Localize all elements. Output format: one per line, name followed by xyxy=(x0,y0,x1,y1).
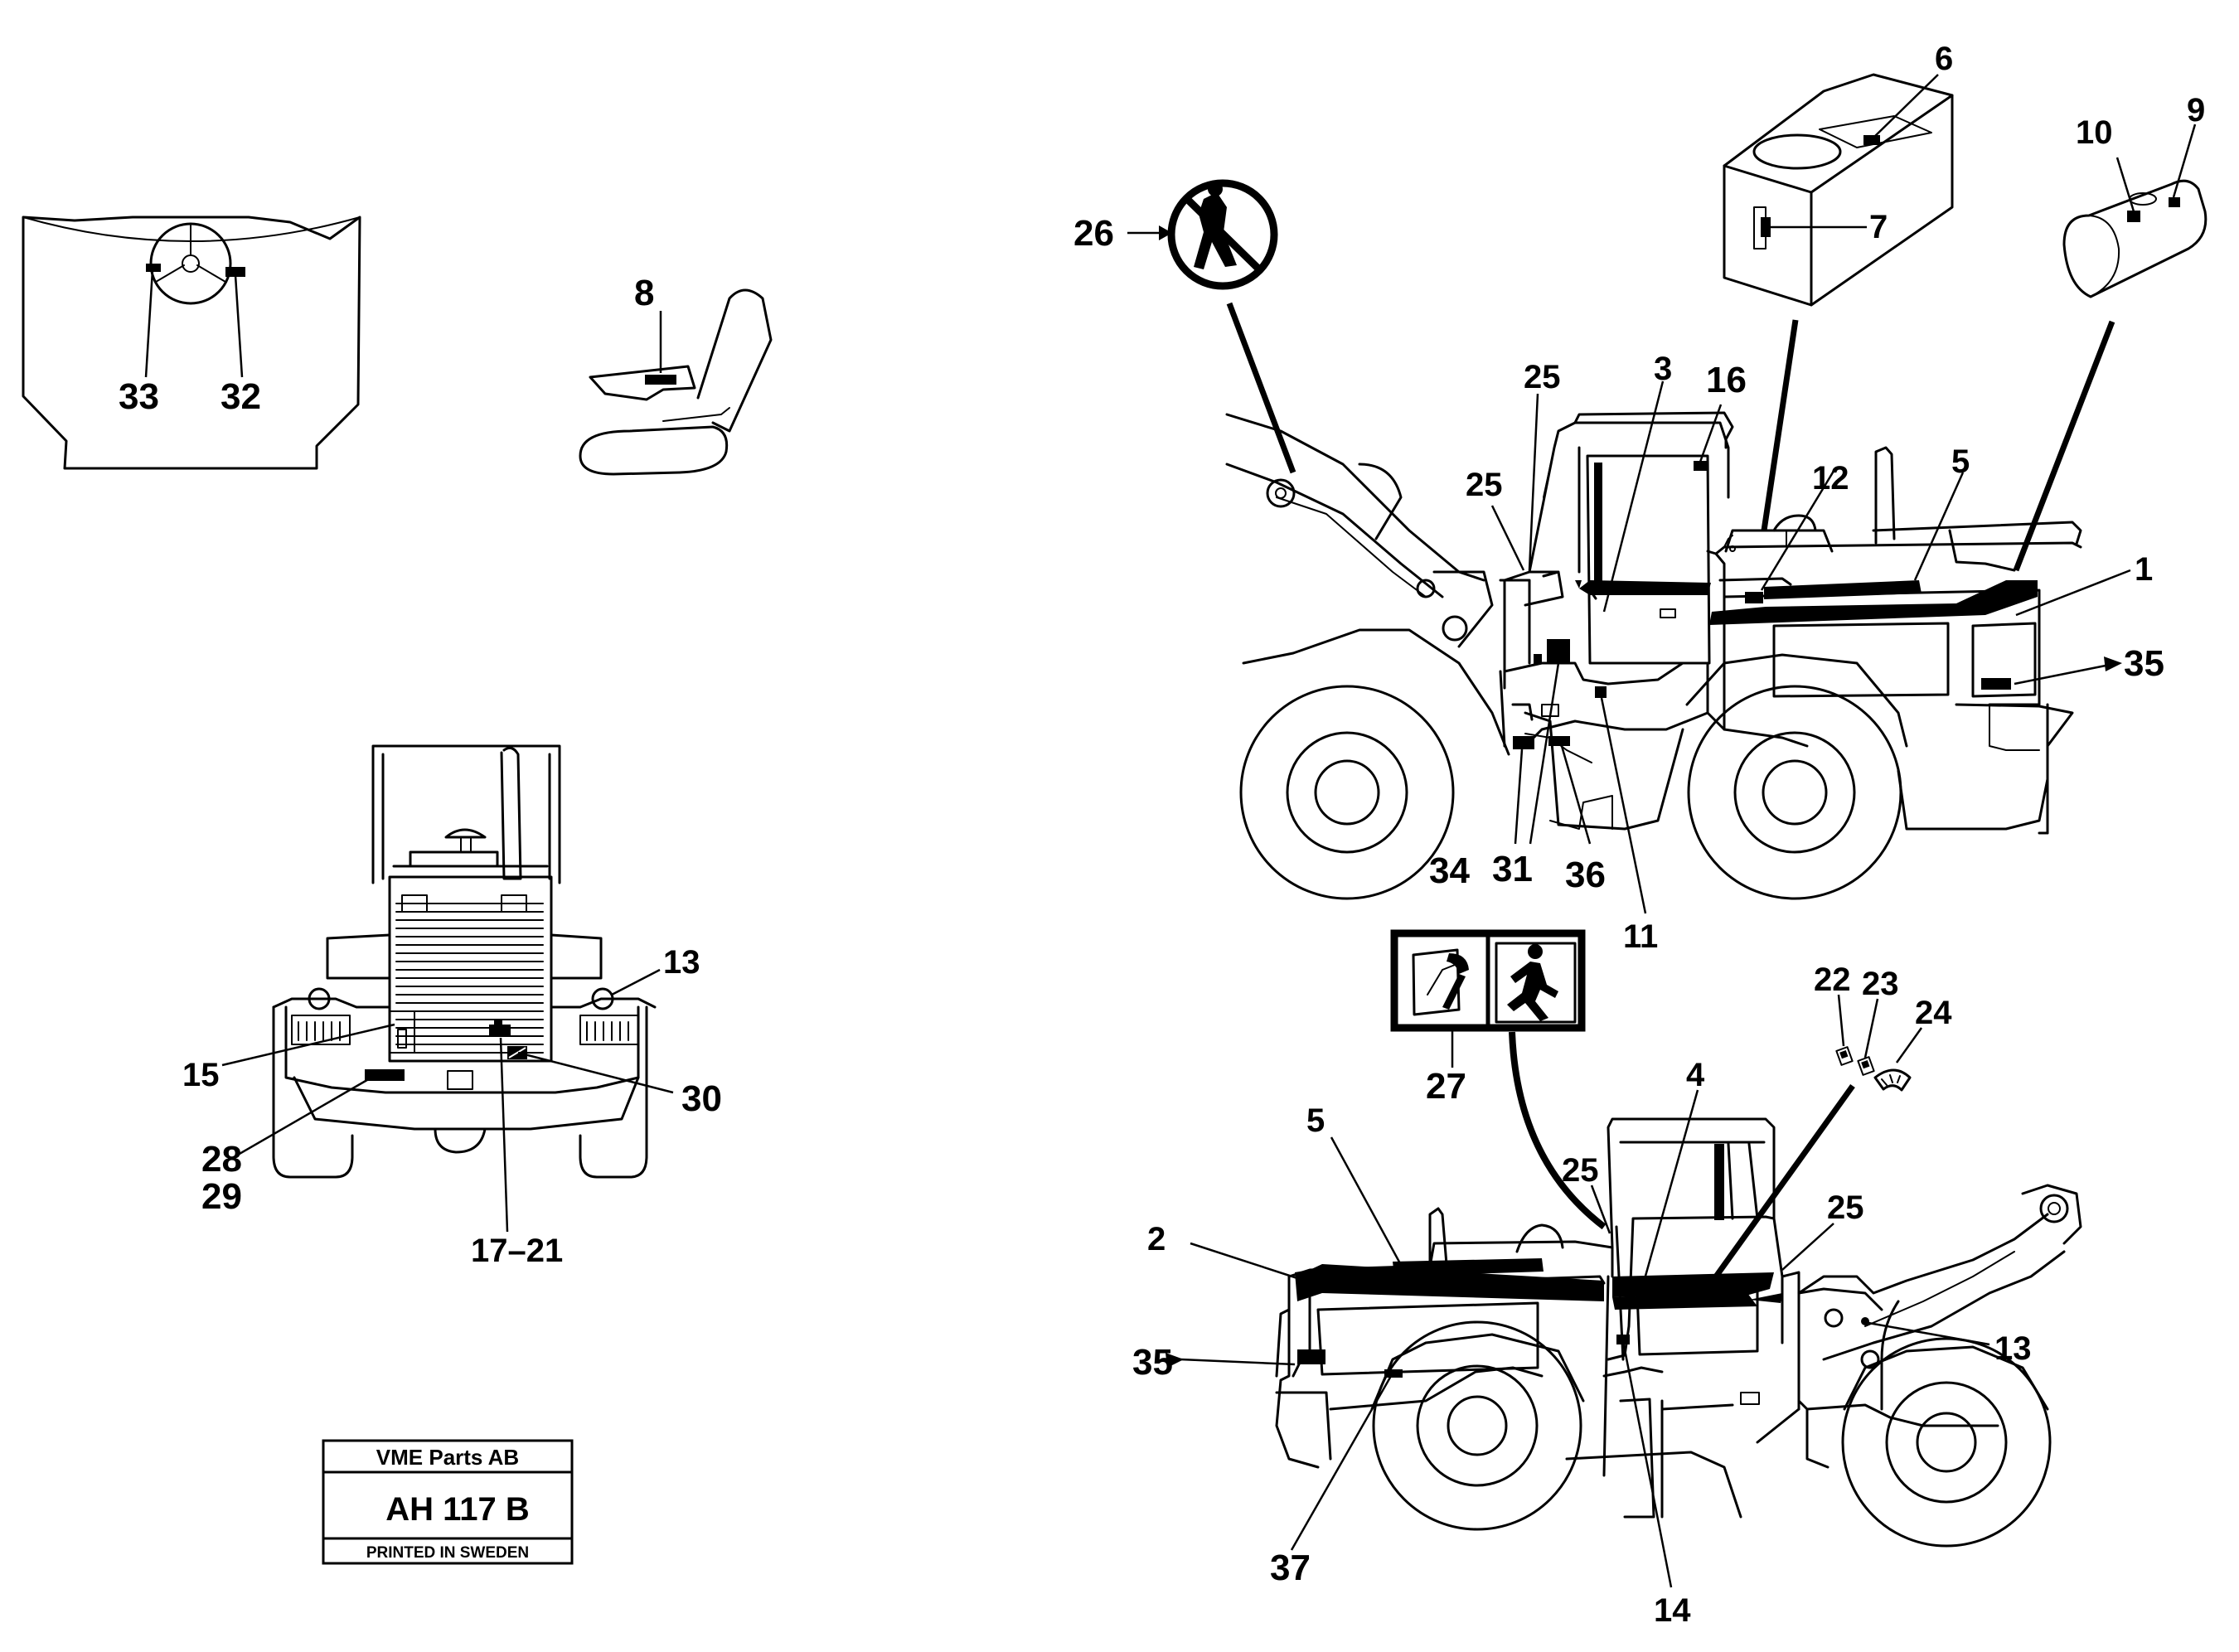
label-12: 12 xyxy=(1812,460,1849,497)
label-1: 1 xyxy=(2135,551,2153,588)
decal-34 xyxy=(1513,736,1534,749)
label-27: 27 xyxy=(1426,1066,1466,1107)
label-25-bottom-a: 25 xyxy=(1562,1152,1599,1189)
decal-31 xyxy=(1547,639,1570,664)
label-17-21: 17–21 xyxy=(471,1233,563,1269)
label-37: 37 xyxy=(1270,1548,1311,1588)
loader-left-side-view xyxy=(1127,73,2207,914)
label-25-top-b: 25 xyxy=(1466,467,1503,503)
decal-32 xyxy=(225,267,245,277)
label-26: 26 xyxy=(1073,213,1114,254)
label-32: 32 xyxy=(221,376,261,417)
label-15: 15 xyxy=(182,1057,220,1093)
operator-seat-view xyxy=(579,288,773,476)
label-35-bottom: 35 xyxy=(1132,1342,1173,1383)
label-10: 10 xyxy=(2076,114,2113,151)
decal-17-21 xyxy=(489,1025,511,1036)
label-5-top: 5 xyxy=(1951,443,1970,480)
label-25-top-a: 25 xyxy=(1524,359,1561,395)
title-block-code: AH 117 B xyxy=(385,1491,529,1528)
label-16: 16 xyxy=(1706,360,1747,400)
decal-12 xyxy=(1745,592,1763,603)
label-4: 4 xyxy=(1686,1057,1705,1093)
no-walking-sign-icon xyxy=(1167,179,1278,290)
decal-36 xyxy=(1548,736,1570,746)
decal-28-29 xyxy=(365,1069,405,1081)
decal-35-left xyxy=(1981,678,2011,690)
label-22: 22 xyxy=(1814,962,1851,998)
dashboard-view xyxy=(22,216,361,470)
loader-right-side-view xyxy=(1166,929,2082,1588)
label-2: 2 xyxy=(1147,1221,1166,1257)
label-35-top: 35 xyxy=(2124,643,2164,684)
label-14: 14 xyxy=(1654,1592,1691,1629)
label-30: 30 xyxy=(681,1078,722,1119)
fuel-tank-inset xyxy=(2062,124,2207,298)
label-11: 11 xyxy=(1623,918,1658,955)
decal-11 xyxy=(1595,686,1607,698)
label-25-bottom-b: 25 xyxy=(1827,1189,1864,1226)
label-29: 29 xyxy=(201,1176,242,1217)
label-13-front: 13 xyxy=(663,944,700,981)
label-7: 7 xyxy=(1869,209,1888,245)
hydraulic-tank-inset xyxy=(1723,73,1954,307)
label-36: 36 xyxy=(1565,855,1606,895)
label-28: 28 xyxy=(201,1139,242,1180)
emergency-exit-sign xyxy=(1390,929,1586,1032)
title-block-printed: PRINTED IN SWEDEN xyxy=(366,1544,529,1562)
decal-13-right xyxy=(1861,1317,1869,1325)
decal-8 xyxy=(645,375,676,385)
label-34: 34 xyxy=(1429,850,1470,891)
decal-33 xyxy=(146,264,161,272)
decal-37 xyxy=(1384,1369,1403,1378)
radiator-grille xyxy=(395,903,544,1054)
label-3: 3 xyxy=(1654,351,1672,387)
label-33: 33 xyxy=(119,376,159,417)
label-9: 9 xyxy=(2187,92,2205,128)
title-block-company: VME Parts AB xyxy=(376,1445,519,1470)
label-8: 8 xyxy=(634,273,654,313)
hammer-icon xyxy=(1442,953,1469,1010)
title-block xyxy=(322,1439,574,1565)
decal-35-right xyxy=(1297,1349,1325,1364)
loader-front-view xyxy=(221,744,674,1233)
decal-14 xyxy=(1616,1335,1630,1344)
decal-16 xyxy=(1694,461,1707,471)
label-24: 24 xyxy=(1915,995,1952,1031)
label-6: 6 xyxy=(1935,41,1953,77)
label-13-bottom: 13 xyxy=(1994,1330,2032,1367)
callout-labels: 33 32 8 26 6 7 10 9 25 3 16 25 12 5 1 35… xyxy=(119,41,2205,1629)
running-person-icon xyxy=(1507,944,1558,1021)
label-23: 23 xyxy=(1862,966,1899,1002)
label-31: 31 xyxy=(1492,849,1533,889)
label-5-bottom: 5 xyxy=(1306,1102,1325,1139)
